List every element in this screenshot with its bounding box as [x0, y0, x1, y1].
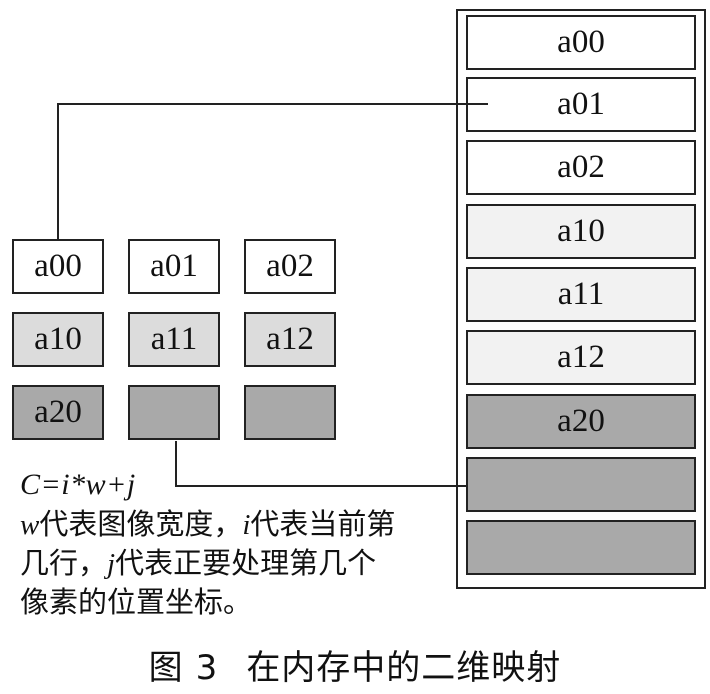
- grid-cell-a00: a00: [12, 239, 104, 294]
- memory-cell-empty-1: [466, 457, 696, 512]
- grid-cell-a12: a12: [244, 312, 336, 367]
- grid-cell-a01: a01: [128, 239, 220, 294]
- caption-prefix: 图: [148, 648, 184, 688]
- memory-block: [456, 9, 706, 589]
- grid-cell-a10: a10: [12, 312, 104, 367]
- memory-cell-a00: a00: [466, 15, 696, 70]
- memory-cell-a01: a01: [466, 77, 696, 132]
- memory-cell-a11: a11: [466, 267, 696, 322]
- memory-cell-a02: a02: [466, 140, 696, 195]
- formula: C=i*w+j: [20, 468, 136, 501]
- grid-cell-a20: a20: [12, 385, 104, 440]
- description: w代表图像宽度，i代表当前第几行，j代表正要处理第几个像素的位置坐标。: [20, 505, 405, 621]
- memory-cell-empty-2: [466, 520, 696, 575]
- var-j: j: [107, 548, 116, 580]
- caption-title: 在内存中的二维映射: [246, 648, 562, 688]
- desc-j-text: 代表正要处理第几个像素的位置坐标。: [20, 546, 377, 619]
- var-w: w: [20, 509, 40, 541]
- memory-cell-a12: a12: [466, 330, 696, 385]
- grid-cell-empty-1: [128, 385, 220, 440]
- grid-cell-empty-2: [244, 385, 336, 440]
- grid-cell-a11: a11: [128, 312, 220, 367]
- desc-w-text: 代表图像宽度，: [39, 507, 243, 541]
- desc-i-text: 代表当前第几行，: [20, 507, 396, 580]
- connector-empty-to-memory: [175, 441, 466, 487]
- var-i: i: [242, 509, 251, 541]
- caption-number: 3: [195, 648, 219, 688]
- connector-a00-to-a01: [57, 103, 488, 239]
- grid-cell-a02: a02: [244, 239, 336, 294]
- memory-cell-a20: a20: [466, 394, 696, 449]
- memory-cell-a10: a10: [466, 204, 696, 259]
